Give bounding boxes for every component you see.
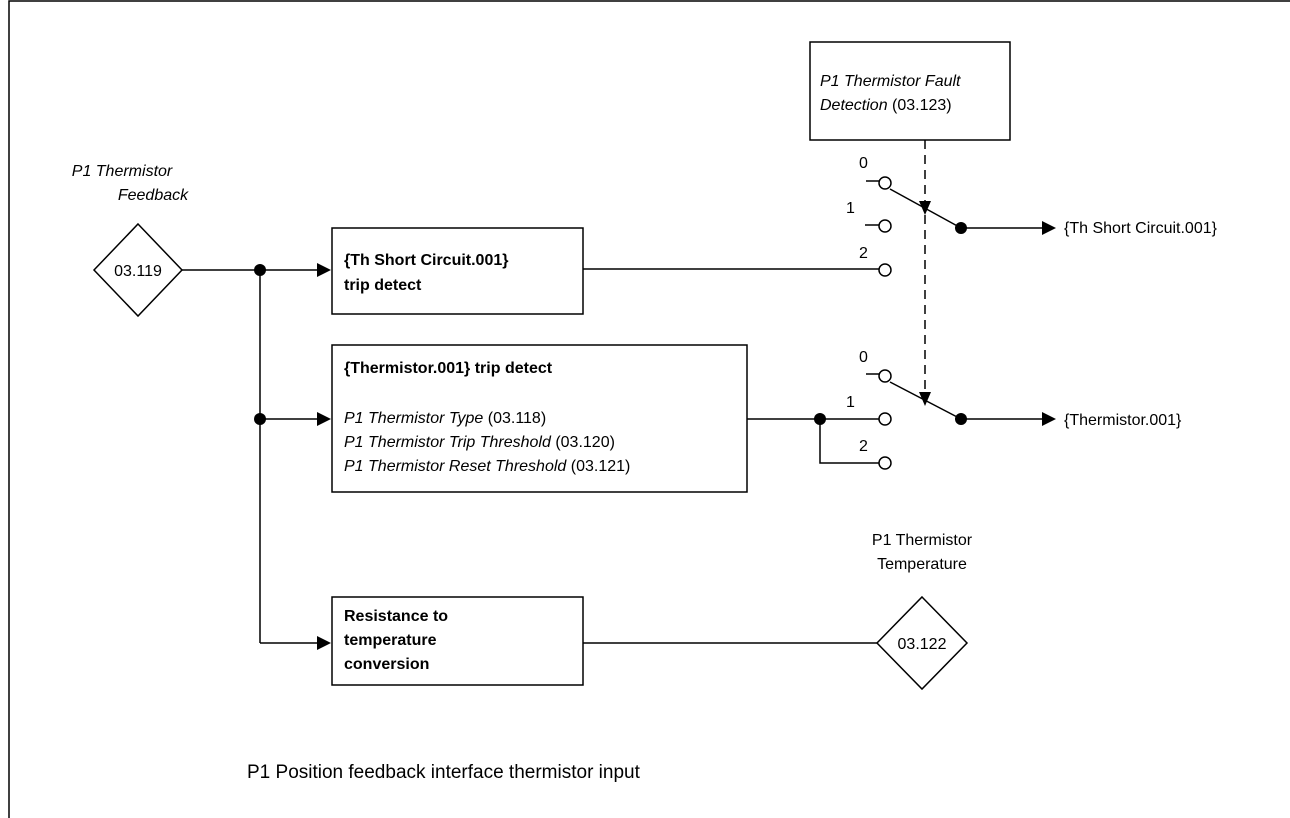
fault-detection-line2: Detection (03.123) [820,97,952,114]
switch-position-1: 1 [846,200,855,217]
thermistor-box-row-trip: P1 Thermistor Trip Threshold (03.120) [344,434,615,451]
conversion-box-line3: conversion [344,656,429,673]
arrow-head [317,636,331,650]
switch-contact [878,412,892,426]
switch-contact [878,263,892,277]
diagram-frame [8,0,1290,818]
fault-detection-line1: P1 Thermistor Fault [820,73,961,90]
switch-position-0: 0 [859,155,868,172]
thermistor-box-title: {Thermistor.001} trip detect [344,360,553,377]
input-label-line2: Feedback [118,187,189,204]
junction-dot [814,413,826,425]
short-circuit-output-label: {Th Short Circuit.001} [1064,220,1218,237]
fault-detection-box [809,41,1011,141]
temperature-parameter-value: 03.122 [898,636,947,653]
arrow-head [317,263,331,277]
arrow-head [1042,221,1056,235]
input-parameter-value: 03.119 [114,263,162,280]
arrow-head [317,412,331,426]
temperature-label-line1: P1 Thermistor [872,532,973,549]
switch-arm [889,188,962,229]
switch-contact [878,219,892,233]
switch-contact [878,456,892,470]
thermistor-box-row-type: P1 Thermistor Type (03.118) [344,410,546,427]
switch-position-1: 1 [846,394,855,411]
thermistor-trip-box [331,344,748,493]
short-circuit-box-line2: trip detect [344,277,422,294]
switch-arm [889,381,962,420]
switch-position-2: 2 [859,245,868,262]
thermistor-branch-line [819,419,879,464]
arrow-head [1042,412,1056,426]
conversion-box-line1: Resistance to [344,608,448,625]
thermistor-box-row-reset: P1 Thermistor Reset Threshold (03.121) [344,458,630,475]
thermistor-output-label: {Thermistor.001} [1064,412,1182,429]
switch-contact [878,176,892,190]
input-label-line1: P1 Thermistor [72,163,173,180]
short-circuit-trip-box [331,227,584,315]
temperature-parameter-diamond [875,595,969,691]
conversion-box [331,596,584,686]
arrow-head [919,392,931,406]
input-parameter-diamond [92,222,184,318]
short-circuit-box-line1: {Th Short Circuit.001} [344,252,508,269]
conversion-box-line2: temperature [344,632,437,649]
temperature-label-line2: Temperature [877,556,967,573]
switch-position-2: 2 [859,438,868,455]
diagram-caption: P1 Position feedback interface thermisto… [247,762,641,783]
switch-contact [878,369,892,383]
switch-position-0: 0 [859,349,868,366]
